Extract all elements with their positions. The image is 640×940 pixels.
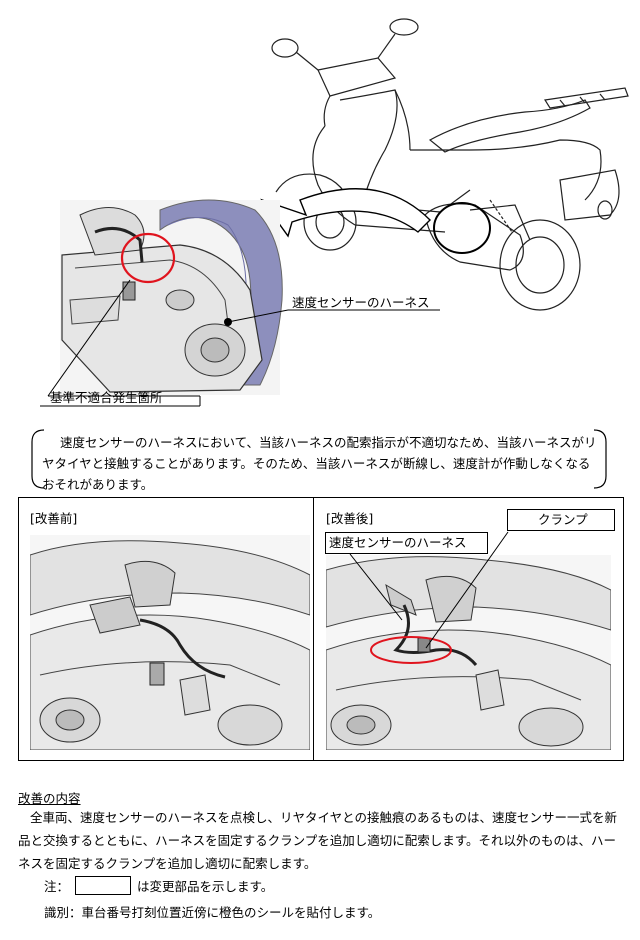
defect-location-label: 基準不適合発生箇所 xyxy=(50,390,163,405)
after-engine-rendering xyxy=(326,555,611,750)
defect-location-circle xyxy=(120,232,176,284)
changed-part-swatch xyxy=(75,876,132,895)
clamp-label: クランプ xyxy=(538,512,588,527)
before-label: [改善前] xyxy=(30,511,78,526)
note-suffix: は変更部品を示します。 xyxy=(137,879,274,894)
clamp-callout-box xyxy=(507,509,615,531)
after-harness-label: 速度センサーのハーネス xyxy=(329,535,467,550)
harness-location-circle xyxy=(433,202,491,254)
identification-note: 識別：車台番号打刻位置近傍に橙色のシールを貼付します。 xyxy=(44,905,381,920)
comparison-divider xyxy=(313,497,315,761)
harness-callout-box xyxy=(325,532,488,554)
after-leader-lines xyxy=(349,531,509,649)
hero-illustration xyxy=(40,18,629,407)
remedy-title: 改善の内容 xyxy=(18,791,81,806)
description-bracket xyxy=(31,429,607,489)
before-engine-rendering xyxy=(30,535,310,750)
note-row: 注： は変更部品を示します。 xyxy=(44,876,273,895)
scooter-drawing xyxy=(271,18,629,311)
defect-description: 速度センサーのハーネスにおいて、当該ハーネスの配索指示が不適切なため、当該ハーネ… xyxy=(42,435,597,492)
closeup-rendering xyxy=(60,199,283,395)
note-prefix: 注： xyxy=(44,879,70,894)
remedy-description: 全車両、速度センサーのハーネスを点検し、リヤタイヤとの接触痕のあるものは、速度セ… xyxy=(18,810,618,871)
after-label: [改善後] xyxy=(326,511,374,526)
comparison-panel xyxy=(18,497,624,761)
sensor-harness-label: 速度センサーのハーネス xyxy=(292,295,430,310)
